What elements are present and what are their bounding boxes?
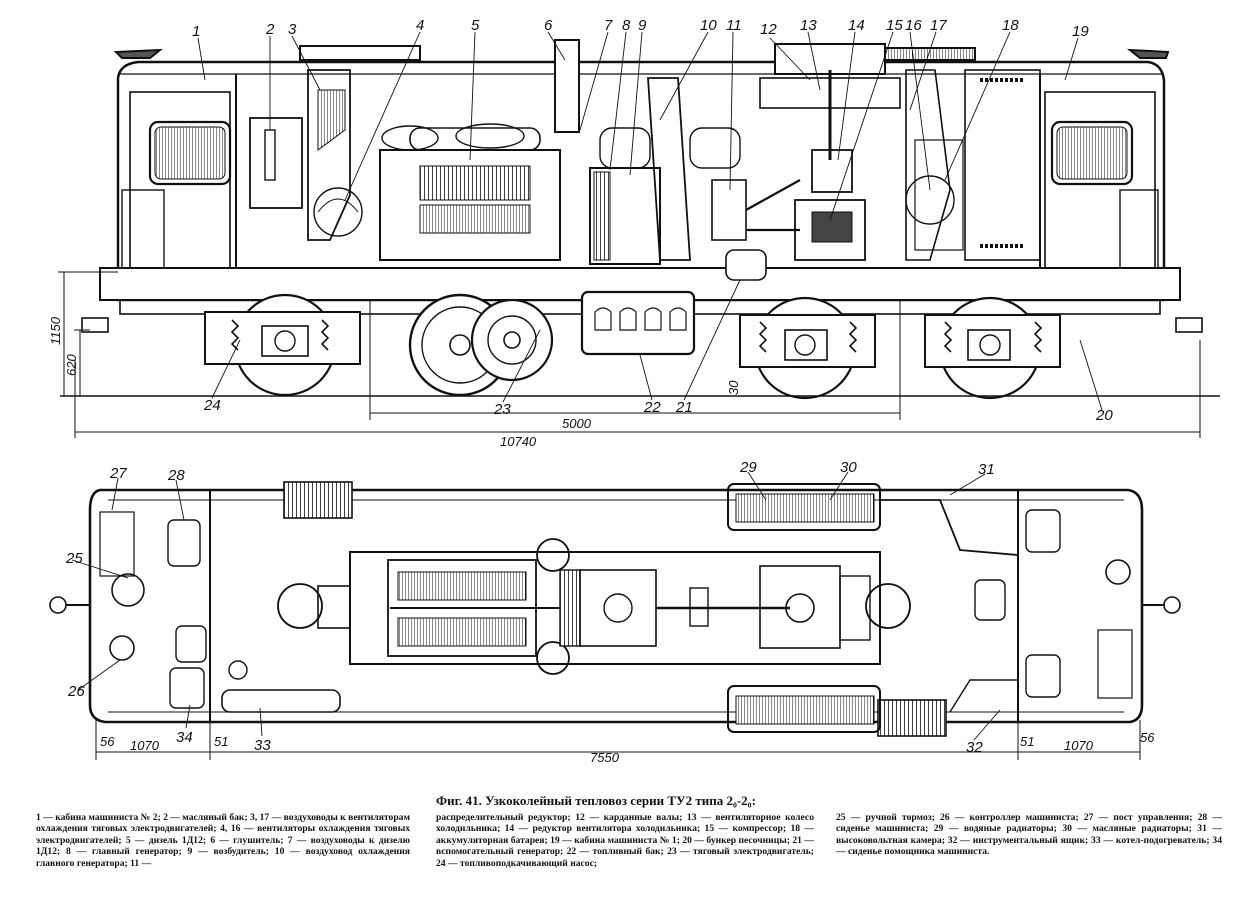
dim-56-right: 56 xyxy=(1140,730,1155,745)
callout-31: 31 xyxy=(978,461,995,478)
callout-27: 27 xyxy=(109,465,127,482)
callout-5: 5 xyxy=(471,17,480,34)
legend-column-1: 1 — кабина машиниста № 2; 2 — масляный б… xyxy=(36,812,410,869)
callout-34: 34 xyxy=(176,729,193,746)
callout-1: 1 xyxy=(192,23,200,40)
dim-51-left: 51 xyxy=(214,734,228,749)
callout-8: 8 xyxy=(622,17,631,34)
dim-620: 620 xyxy=(64,354,79,376)
callout-10: 10 xyxy=(700,17,717,34)
callout-15: 15 xyxy=(886,17,903,34)
callout-3: 3 xyxy=(288,21,297,38)
plan-view-callouts: 25 26 27 28 29 30 31 32 33 34 xyxy=(65,459,995,756)
traction-motor xyxy=(408,293,554,397)
callout-23: 23 xyxy=(493,401,511,418)
callout-28: 28 xyxy=(167,467,185,484)
dim-7550: 7550 xyxy=(590,750,620,765)
side-view-dimensions: 1150 620 5000 10740 30 xyxy=(48,316,741,449)
callout-11: 11 xyxy=(726,17,742,34)
dim-51-right: 51 xyxy=(1020,734,1034,749)
callout-9: 9 xyxy=(638,17,647,34)
callout-29: 29 xyxy=(739,459,757,476)
figure-caption: Фиг. 41. Узкоколейный тепловоз серии ТУ2… xyxy=(436,793,756,808)
callout-20: 20 xyxy=(1095,407,1113,424)
callout-12: 12 xyxy=(760,21,777,38)
dim-10740: 10740 xyxy=(500,434,537,449)
callout-7: 7 xyxy=(604,17,613,34)
callout-21: 21 xyxy=(675,399,693,416)
plan-view xyxy=(49,471,1181,760)
side-view-callouts: 1 2 3 4 5 6 7 8 9 10 11 12 13 14 15 16 1… xyxy=(192,17,1113,424)
callout-24: 24 xyxy=(203,397,221,414)
dim-1070-left: 1070 xyxy=(130,738,160,753)
callout-19: 19 xyxy=(1072,23,1089,40)
dim-1150: 1150 xyxy=(48,316,63,345)
legend-column-3: 25 — ручной тормоз; 26 — контроллер маши… xyxy=(836,812,1222,858)
dim-56-left: 56 xyxy=(100,734,115,749)
callout-18: 18 xyxy=(1002,17,1019,34)
bogie-right xyxy=(739,296,1061,400)
callout-14: 14 xyxy=(848,17,865,34)
bogie-left xyxy=(204,293,361,397)
dim-1070-right: 1070 xyxy=(1064,738,1094,753)
callout-13: 13 xyxy=(800,17,817,34)
plan-view-dimensions: 56 1070 51 7550 51 1070 56 xyxy=(100,730,1155,765)
callout-6: 6 xyxy=(544,17,553,34)
dim-5000: 5000 xyxy=(562,416,592,431)
callout-2: 2 xyxy=(265,21,275,38)
callout-16: 16 xyxy=(905,17,922,34)
callout-22: 22 xyxy=(643,399,661,416)
callout-32: 32 xyxy=(966,739,983,756)
side-view xyxy=(58,31,1220,438)
dim-30: 30 xyxy=(726,380,741,395)
callout-30: 30 xyxy=(840,459,857,476)
callout-25: 25 xyxy=(65,550,83,567)
callout-17: 17 xyxy=(930,17,947,34)
callout-33: 33 xyxy=(254,737,271,754)
callout-4: 4 xyxy=(416,17,424,34)
legend-column-2: распределительный редуктор; 12 — карданн… xyxy=(436,812,814,869)
callout-26: 26 xyxy=(67,683,85,700)
